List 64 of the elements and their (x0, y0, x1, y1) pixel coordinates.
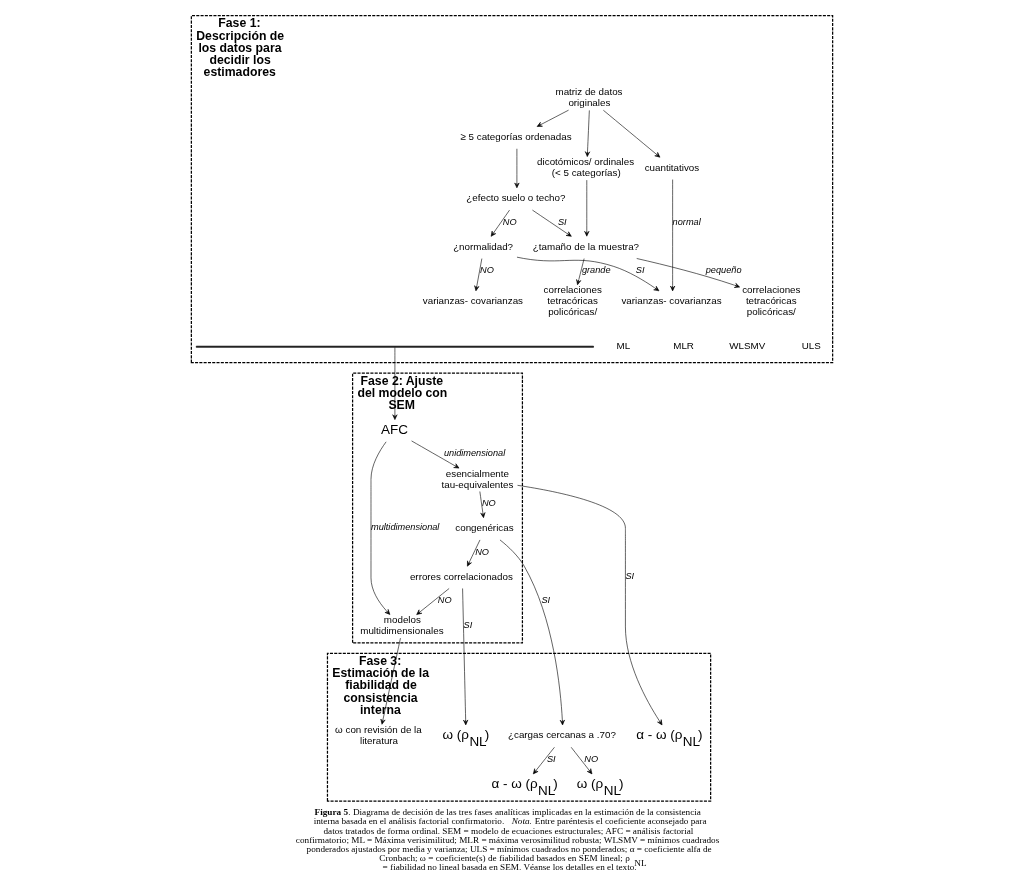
arrow (499, 539, 565, 726)
edge-label: NO (481, 498, 496, 509)
label: WLSMV (728, 340, 765, 352)
arrow (513, 148, 519, 189)
node-text: dicotómicos/ ordinales (< 5 categorías) (536, 156, 634, 179)
arrow (479, 491, 485, 518)
arrow (490, 209, 510, 237)
arrow (584, 110, 590, 157)
arrow (602, 109, 660, 158)
edge-label: SI (635, 265, 645, 276)
node-text: errores correlacionados (409, 570, 513, 582)
node-text: AFC (380, 422, 408, 438)
edge-label: SI (546, 754, 556, 765)
node-text: correlaciones tetracóricas policóricas/ (741, 284, 800, 318)
arrow (516, 485, 662, 726)
node-text: matriz de datos originales (555, 86, 623, 109)
edge-label: NO (474, 546, 489, 557)
edge-label: SI (557, 216, 567, 227)
node-text: ¿efecto suelo o techo? (465, 192, 565, 204)
node-text: ¿cargas cercanas a .70? (507, 729, 616, 741)
arrow (531, 209, 572, 237)
arrow (570, 746, 592, 775)
edge-label: SI (624, 570, 634, 581)
arrow (669, 179, 675, 292)
label: MLR (672, 340, 694, 352)
edge-label: NO (437, 595, 452, 606)
edge-label: grande (581, 265, 610, 276)
edge-label: normal (672, 216, 701, 227)
arrow (635, 258, 740, 288)
node-text: congenéricas (454, 522, 514, 534)
edge-label: pequeño (705, 265, 742, 276)
arrow (516, 256, 659, 292)
node-text: ¿tamaño de la muestra? (532, 240, 639, 252)
edge-label: NO (479, 265, 494, 276)
node-text: ¿normalidad? (452, 240, 513, 252)
arrow (410, 440, 459, 469)
arrow (536, 109, 569, 127)
node-text: correlaciones tetracóricas policóricas/ (543, 284, 602, 318)
node-text: ≥ 5 categorías ordenadas (460, 131, 572, 143)
arrow (473, 258, 482, 292)
edge-label: NO (502, 216, 517, 227)
arrow (583, 179, 589, 237)
edge-label: unidimensional (443, 448, 505, 459)
edge-label: multidimensional (370, 522, 439, 533)
arrow (466, 539, 480, 567)
edge-label: SI (540, 595, 550, 606)
node-text: modelos multidimensionales (359, 614, 444, 637)
arrow (391, 347, 397, 420)
edge-label: SI (463, 619, 472, 630)
node-text: varianzas- covarianzas (422, 295, 523, 307)
label: ML (616, 340, 630, 352)
arrow (575, 258, 584, 286)
arrow (532, 746, 555, 775)
arrow (380, 637, 401, 725)
label: ULS (801, 340, 821, 352)
node-text: ω con revisión de la literatura (334, 723, 422, 746)
node-bar (195, 345, 594, 348)
node-text: esencialmente tau-equivalentes (441, 467, 513, 490)
node-text: cuantitativos (644, 161, 699, 173)
node-text: varianzas- covarianzas (620, 295, 722, 307)
arrow (461, 588, 468, 726)
arrow (415, 588, 449, 615)
arrow (370, 441, 390, 615)
edge-label: NO (583, 754, 598, 765)
